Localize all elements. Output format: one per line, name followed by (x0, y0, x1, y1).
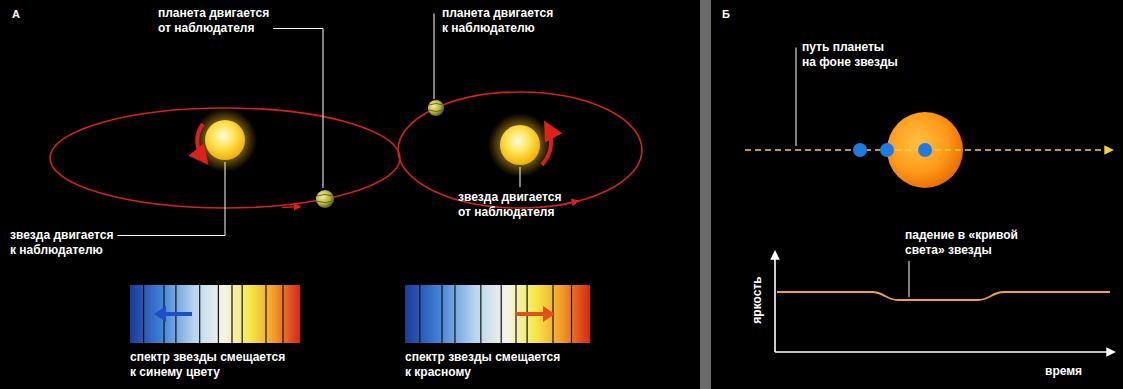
spectral-line (143, 285, 144, 343)
spectral-line (231, 285, 232, 343)
star-label: звезда двигается к наблюдателю (10, 228, 113, 258)
spectral-line (242, 285, 243, 343)
leader-line (434, 14, 435, 100)
spectrum-blue (130, 285, 300, 343)
axis-label: время (1045, 364, 1082, 379)
orbit-right (398, 92, 642, 208)
spectral-line (571, 285, 572, 343)
leader-line (117, 162, 225, 236)
dip-label: падение в «кривой света» звезды (905, 228, 1018, 258)
spectral-line (419, 285, 420, 343)
star-label: звезда двигается от наблюдателя (458, 190, 561, 220)
spectral-line (199, 285, 200, 343)
spectral-line (282, 285, 283, 343)
spectrum-caption: спектр звезды смещается к синему цвету (130, 350, 285, 380)
axis-label: яркость (750, 276, 765, 323)
planet-label: планета двигается к наблюдателю (442, 6, 553, 36)
planet-label: планета двигается от наблюдателя (158, 6, 269, 36)
spectral-line (218, 285, 219, 343)
path-label: путь планеты на фоне звезды (802, 40, 898, 70)
spectral-line (441, 285, 442, 343)
leader-line (909, 261, 910, 297)
spectral-line (265, 285, 266, 343)
panel-letter: Б (722, 8, 730, 22)
leader-line (796, 48, 797, 147)
transit (745, 112, 1112, 188)
spectrum-caption: спектр звезды смещается к красному (405, 350, 560, 380)
leader-line (273, 29, 323, 189)
spectral-line (480, 285, 481, 343)
panel-divider (700, 0, 711, 389)
spectrum-red (405, 285, 590, 343)
leader-line (520, 167, 521, 187)
spectral-line (501, 285, 502, 343)
spectral-line (454, 285, 455, 343)
light-curve (775, 252, 1114, 352)
panel-letter: А (12, 8, 20, 22)
